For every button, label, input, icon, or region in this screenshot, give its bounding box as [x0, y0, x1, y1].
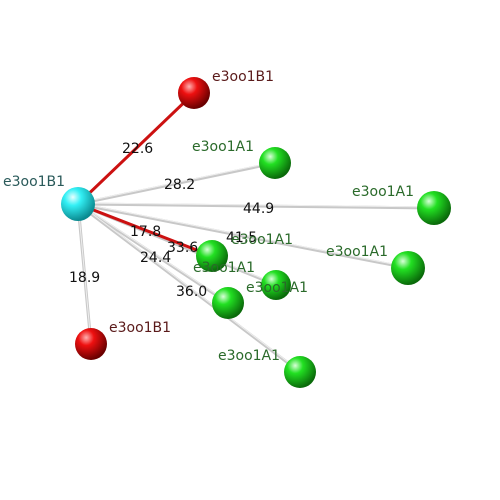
- node-label-n2: e3oo1B1: [109, 320, 171, 336]
- distance-label-n3: 28.2: [164, 177, 195, 193]
- bond-highlight-n3: [77, 161, 276, 204]
- distance-label-n4: 44.9: [243, 201, 274, 217]
- bond-highlight-n9: [77, 202, 301, 372]
- green-node-n9[interactable]: [284, 356, 316, 388]
- distance-label-n5: 41.5: [226, 230, 257, 246]
- bond-n9: [76, 202, 302, 374]
- red-node-n1[interactable]: [178, 77, 210, 109]
- bond-highlight-n2: [77, 202, 92, 344]
- red-node-n2[interactable]: [75, 328, 107, 360]
- distance-label-n6: 17.8: [130, 224, 161, 240]
- bond-highlight-n4: [77, 202, 435, 208]
- bond-n5: [76, 202, 410, 270]
- node-label-n6: e3oo1A1: [231, 232, 293, 248]
- distance-label-layer: 22.6 18.9 28.2 44.9 41.5 17.8 33.624.4 36.0: [69, 141, 274, 300]
- bond-highlight-n5: [77, 202, 409, 268]
- node-label-layer: e3oo1B1 e3oo1B1 e3oo1A1 e3oo1A1 e3oo1A1 e3oo1…: [3, 69, 414, 364]
- green-node-n8[interactable]: [212, 287, 244, 319]
- center-node-label: e3oo1B1: [3, 174, 65, 190]
- node-label-n5: e3oo1A1: [326, 244, 388, 260]
- distance-label-n9: 36.0: [176, 284, 207, 300]
- bond-n8: [76, 202, 230, 305]
- bond-n4: [76, 202, 436, 210]
- green-node-n6[interactable]: [196, 240, 228, 272]
- node-label-n8: e3oo1A1: [193, 260, 255, 276]
- node-label-n1: e3oo1B1: [212, 69, 274, 85]
- bond-n3: [76, 161, 277, 206]
- center-node[interactable]: [61, 187, 95, 221]
- node-label-n4: e3oo1A1: [352, 184, 414, 200]
- bond-n1: [76, 91, 196, 206]
- node-label-n9: e3oo1A1: [218, 348, 280, 364]
- node-layer: [61, 77, 451, 388]
- distance-label-n7: 33.6: [167, 240, 198, 256]
- green-node-n5[interactable]: [391, 251, 425, 285]
- bond-highlight-n8: [77, 202, 229, 303]
- green-node-n7[interactable]: [261, 270, 291, 300]
- node-label-n7: e3oo1A1: [246, 280, 308, 296]
- node-label-n3: e3oo1A1: [192, 139, 254, 155]
- green-node-n3[interactable]: [259, 147, 291, 179]
- green-node-n4[interactable]: [417, 191, 451, 225]
- distance-label-n2: 18.9: [69, 270, 100, 286]
- bond-layer: [76, 91, 436, 374]
- distance-label-n1: 22.6: [122, 141, 153, 157]
- bond-n6: [76, 202, 214, 258]
- distance-label-n8: 24.4: [140, 250, 171, 266]
